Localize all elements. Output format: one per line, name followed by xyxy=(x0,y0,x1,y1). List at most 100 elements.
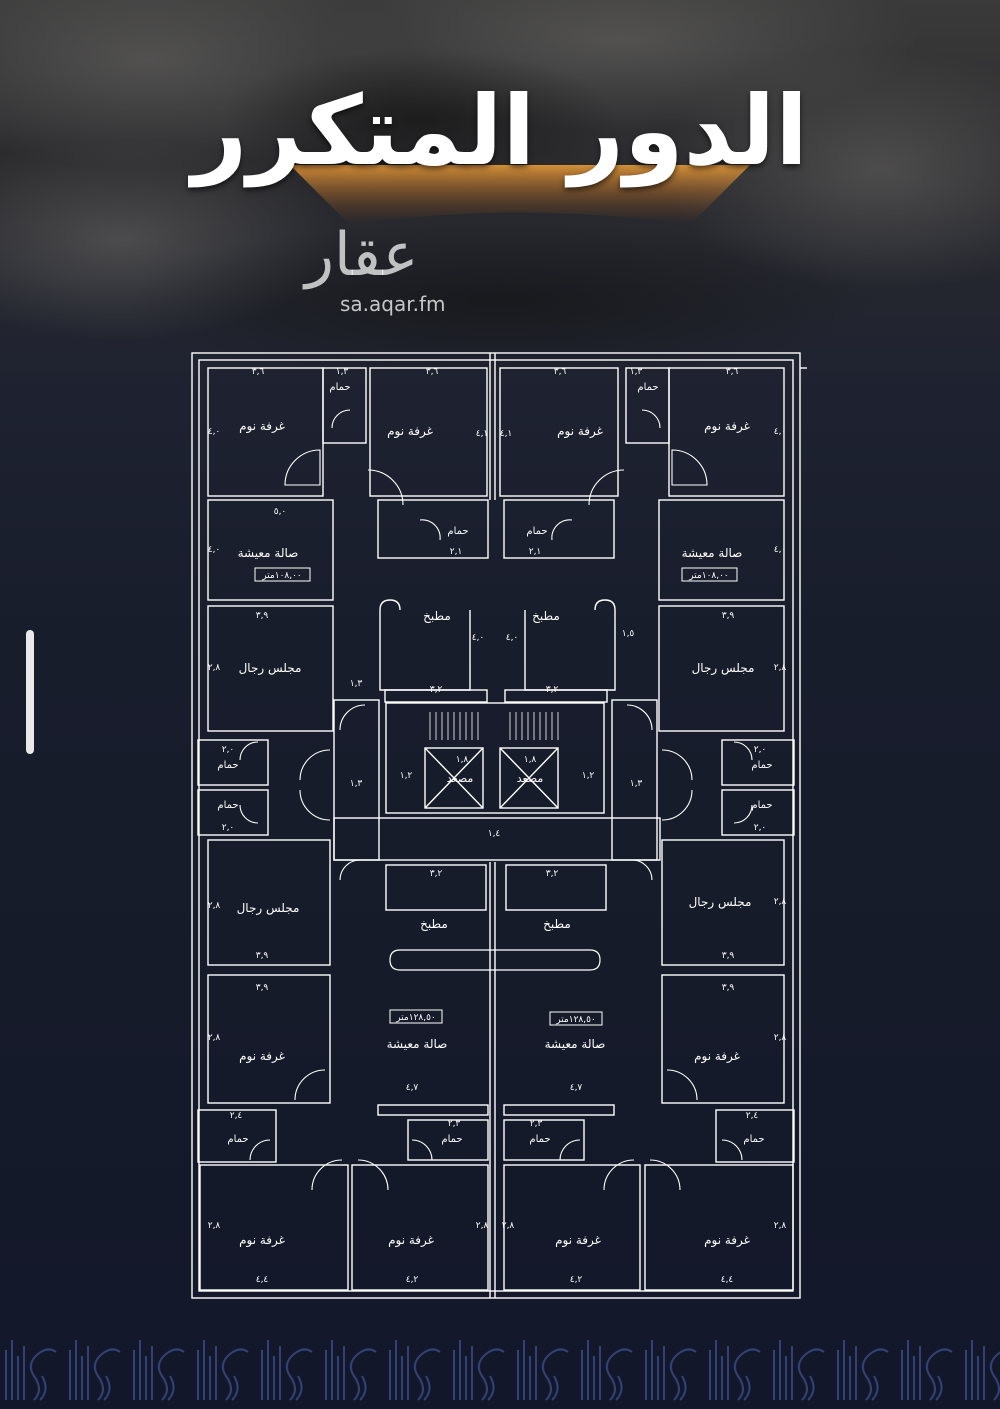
room-label-kitchen-2: مطبخ xyxy=(532,609,560,623)
room-label-bedroom-9: غرفة نوم xyxy=(555,1233,601,1248)
dim-label: ٢,٨ xyxy=(774,1221,787,1231)
dim-label: ٣,٦ xyxy=(726,367,739,377)
dim-label: ٣,٢ xyxy=(546,685,559,695)
dim-label: ٢,٨ xyxy=(208,663,221,673)
dim-label: ٤,٢ xyxy=(406,1275,419,1285)
room-label-bedroom-6: غرفة نوم xyxy=(694,1049,740,1064)
dim-label: ٤,٠ xyxy=(208,427,221,437)
room-label-bathroom-8: حمام xyxy=(751,800,772,811)
room-label-bedroom-8: غرفة نوم xyxy=(388,1233,434,1248)
dim-label: ٣,٩ xyxy=(256,951,269,961)
dim-label: ١,٨ xyxy=(456,755,469,765)
room-label-bedroom-2: غرفة نوم xyxy=(387,424,433,439)
dim-label: ٣,٩ xyxy=(722,983,735,993)
aqar-watermark-url: sa.aqar.fm xyxy=(340,292,446,316)
page-title: الدور المتكرر xyxy=(0,75,1000,187)
dim-label: ٤,١ xyxy=(476,429,489,439)
dim-label: ٤,٢ xyxy=(570,1275,583,1285)
dim-label: ١,٤ xyxy=(488,829,501,839)
room-label-living-1: صالة معيشة xyxy=(238,546,299,560)
room-label-bedroom-4: غرفة نوم xyxy=(704,419,750,434)
dim-label: ٢,٨ xyxy=(774,1033,787,1043)
room-label-living-3: صالة معيشة xyxy=(387,1037,448,1051)
dim-label: ٢,٨ xyxy=(774,663,787,673)
room-label-living-2: صالة معيشة xyxy=(682,546,743,560)
dim-label: ٣,٩ xyxy=(722,611,735,621)
dim-label: ٤,٤ xyxy=(256,1275,269,1285)
dim-label: ٣,٢ xyxy=(430,869,443,879)
area-label-top-left: ١٠٨,٠٠متر xyxy=(261,571,302,581)
dim-label: ١,٣ xyxy=(630,367,643,377)
dim-label: ٢,٠ xyxy=(222,823,235,833)
decorative-pattern-strip xyxy=(0,1330,1000,1409)
dim-label: ٤,٤ xyxy=(721,1275,734,1285)
room-label-elevator-2: مصعد xyxy=(517,772,544,785)
dim-label: ٤,١ xyxy=(500,429,513,439)
dim-label: ١,٣ xyxy=(630,779,643,789)
room-label-bedroom-7: غرفة نوم xyxy=(239,1233,285,1248)
dim-label: ٣,٦ xyxy=(426,367,439,377)
room-label-elevator-1: مصعد xyxy=(447,772,474,785)
room-label-kitchen-1: مطبخ xyxy=(423,609,451,623)
area-label-bottom-left: ١٢٨,٥٠متر xyxy=(395,1013,436,1023)
dim-label: ٣,٩ xyxy=(256,983,269,993)
dim-label: ٢,٠ xyxy=(754,745,767,755)
dim-label: ١,٢ xyxy=(400,771,413,781)
dim-label: ٢,١ xyxy=(529,547,542,557)
room-label-bathroom-3: حمام xyxy=(447,526,468,537)
dim-label: ٤,٧ xyxy=(406,1083,419,1093)
room-label-majlis-4: مجلس رجال xyxy=(689,895,752,910)
dim-label: ٢,٤ xyxy=(230,1111,243,1121)
area-label-bottom-right: ١٢٨,٥٠متر xyxy=(555,1015,596,1025)
dim-label: ٣,٦ xyxy=(554,367,567,377)
dim-label: ١,٢ xyxy=(582,771,595,781)
dim-label: ٣,٩ xyxy=(722,951,735,961)
room-label-bathroom-9: حمام xyxy=(227,1134,248,1145)
room-label-bathroom-12: حمام xyxy=(743,1134,764,1145)
dim-label: ٤,٧ xyxy=(570,1083,583,1093)
dim-label: ٢,٨ xyxy=(774,897,787,907)
area-boxes xyxy=(255,568,737,1025)
dim-label: ١,٣ xyxy=(336,367,349,377)
dim-label: ١,٥ xyxy=(622,629,635,639)
dim-label: ٢,٣ xyxy=(448,1119,461,1129)
room-label-kitchen-3: مطبخ xyxy=(420,917,448,931)
dim-label: ٣,٢ xyxy=(546,869,559,879)
room-label-majlis-2: مجلس رجال xyxy=(692,661,755,676)
scroll-handle[interactable] xyxy=(26,630,34,754)
dim-label: ٢,١ xyxy=(450,547,463,557)
room-label-bedroom-5: غرفة نوم xyxy=(239,1049,285,1064)
room-label-bedroom-3: غرفة نوم xyxy=(557,424,603,439)
dim-label: ٢,٠ xyxy=(222,745,235,755)
dim-label: ٣,٢ xyxy=(430,685,443,695)
dim-label: ٤,٠ xyxy=(774,427,787,437)
dim-label: ٢,٣ xyxy=(530,1119,543,1129)
room-label-bathroom-10: حمام xyxy=(441,1134,462,1145)
dim-label: ٤,٠ xyxy=(208,545,221,555)
room-label-bathroom-5: حمام xyxy=(217,760,238,771)
room-label-bedroom-10: غرفة نوم xyxy=(704,1233,750,1248)
room-label-bathroom-6: حمام xyxy=(217,800,238,811)
dim-label: ٢,٨ xyxy=(208,1221,221,1231)
room-label-living-4: صالة معيشة xyxy=(545,1037,606,1051)
room-label-bedroom-1: غرفة نوم xyxy=(239,419,285,434)
room-label-bathroom-2: حمام xyxy=(637,382,658,393)
room-label-majlis-1: مجلس رجال xyxy=(239,661,302,676)
doors xyxy=(240,410,752,1190)
area-label-top-right: ١٠٨,٠٠متر xyxy=(688,571,729,581)
dim-label: ٣,٩ xyxy=(256,611,269,621)
dim-label: ١,٣ xyxy=(350,679,363,689)
room-label-bathroom-4: حمام xyxy=(526,526,547,537)
dim-label: ٢,٤ xyxy=(746,1111,759,1121)
dim-label: ٢,٨ xyxy=(208,901,221,911)
dim-label: ١,٨ xyxy=(524,755,537,765)
room-label-bathroom-1: حمام xyxy=(329,382,350,393)
room-label-bathroom-7: حمام xyxy=(751,760,772,771)
dim-label: ١,٣ xyxy=(350,779,363,789)
dim-label: ٤,٠ xyxy=(506,633,519,643)
room-label-bathroom-11: حمام xyxy=(529,1134,550,1145)
aqar-watermark-logo: عقار xyxy=(305,220,418,290)
dim-label: ٣,٦ xyxy=(252,367,265,377)
dim-label: ٤,٠ xyxy=(774,545,787,555)
room-label-kitchen-4: مطبخ xyxy=(543,917,571,931)
